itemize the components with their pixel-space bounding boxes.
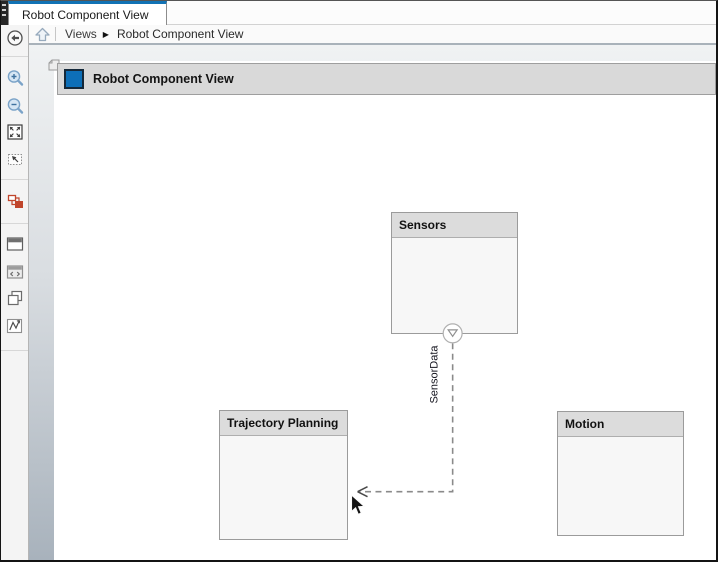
breadcrumb-views[interactable]: Views xyxy=(65,27,97,41)
copy-view-button[interactable] xyxy=(4,287,26,309)
tab-robot-component-view[interactable]: Robot Component View xyxy=(8,1,167,25)
output-port-triangle-icon xyxy=(447,329,459,338)
connector-label: SensorData xyxy=(428,345,441,404)
auto-arrange-icon xyxy=(7,194,23,208)
breadcrumb: Views ▶ Robot Component View xyxy=(29,25,716,45)
breadcrumb-current[interactable]: Robot Component View xyxy=(116,27,244,41)
zoom-to-region-button[interactable] xyxy=(4,148,26,170)
auto-arrange-button[interactable] xyxy=(4,190,26,212)
document-tab-bar: Robot Component View xyxy=(1,1,716,25)
tab-label: Robot Component View xyxy=(22,7,149,22)
palette-toolbar xyxy=(1,25,29,560)
zoom-in-icon xyxy=(7,70,24,86)
diagram-canvas[interactable]: Robot Component View Sensors Trajectory … xyxy=(29,45,716,560)
mouse-cursor-icon xyxy=(350,494,366,516)
back-button[interactable] xyxy=(4,27,26,49)
zoom-in-button[interactable] xyxy=(4,67,26,89)
zoom-out-icon xyxy=(7,98,24,114)
panel-grip-handle[interactable] xyxy=(1,1,8,25)
tab-bar-empty-area xyxy=(167,1,716,25)
breadcrumb-arrow-icon: ▶ xyxy=(102,29,109,39)
component-header: Motion xyxy=(558,412,683,437)
component-motion[interactable]: Motion xyxy=(557,411,684,536)
route-lines-icon xyxy=(6,318,23,334)
zoom-out-button[interactable] xyxy=(4,95,26,117)
up-arrow-icon xyxy=(34,27,50,41)
fit-to-view-button[interactable] xyxy=(4,121,26,143)
component-header: Sensors xyxy=(392,213,517,238)
diagram-title: Robot Component View xyxy=(93,72,234,86)
sensors-output-port[interactable] xyxy=(442,323,463,344)
view-icon xyxy=(64,69,84,89)
code-view-icon xyxy=(6,265,24,279)
fit-to-view-icon xyxy=(7,124,23,140)
code-view-button[interactable] xyxy=(4,261,26,283)
show-window-button[interactable] xyxy=(4,233,26,255)
breadcrumb-divider xyxy=(55,27,56,41)
zoom-to-region-icon xyxy=(8,154,22,165)
component-header: Trajectory Planning xyxy=(220,411,347,436)
component-trajectory-planning[interactable]: Trajectory Planning xyxy=(219,410,348,540)
component-sensors[interactable]: Sensors xyxy=(391,212,518,334)
connector-overlay xyxy=(357,323,463,498)
sensordata-connector[interactable] xyxy=(357,343,454,498)
route-lines-button[interactable] xyxy=(4,315,26,337)
back-circle-icon xyxy=(7,30,23,46)
window-icon xyxy=(6,237,24,251)
copy-icon xyxy=(7,290,23,306)
diagram-title-bar: Robot Component View xyxy=(57,63,716,95)
navigate-up-button[interactable] xyxy=(29,25,55,43)
